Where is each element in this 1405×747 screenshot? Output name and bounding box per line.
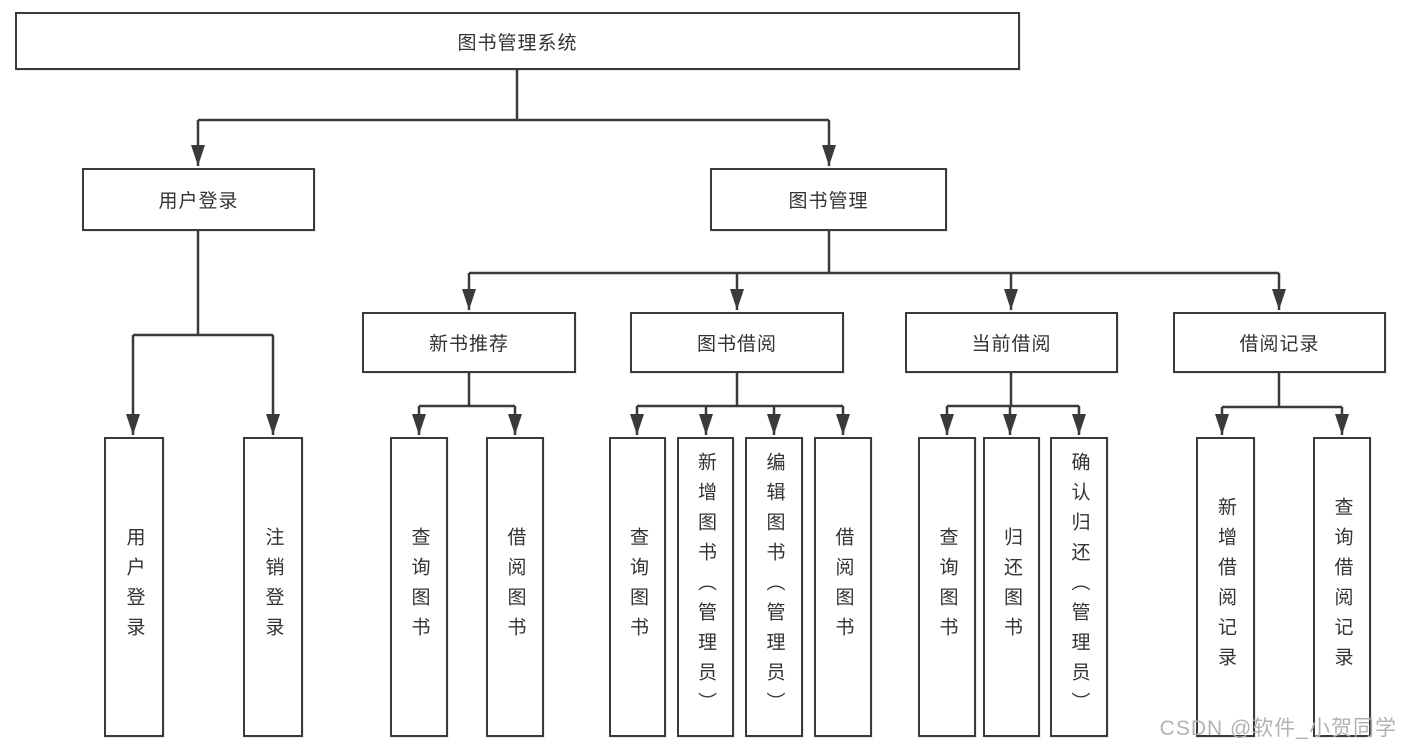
connector-book-borrow xyxy=(637,373,843,408)
user-login-leaf-label: 用户登录 xyxy=(123,527,145,647)
node-confirm-return-admin: 确认归还（管理员） xyxy=(1050,437,1108,737)
node-borrow-records: 借阅记录 xyxy=(1173,312,1386,373)
node-query-borrow-record: 查询借阅记录 xyxy=(1313,437,1371,737)
book-borrow-label: 图书借阅 xyxy=(696,334,777,355)
node-return-book: 归还图书 xyxy=(983,437,1040,737)
query-borrow-record-label: 查询借阅记录 xyxy=(1331,497,1353,677)
logout-label: 注销登录 xyxy=(262,527,284,647)
connector-book-management xyxy=(469,231,1279,275)
connector-borrow-records xyxy=(1222,373,1342,409)
node-add-borrow-record: 新增借阅记录 xyxy=(1196,437,1255,737)
add-borrow-record-label: 新增借阅记录 xyxy=(1215,497,1236,677)
node-query-books-3: 查询图书 xyxy=(918,437,976,737)
node-borrow-books-2: 借阅图书 xyxy=(814,437,872,737)
node-book-borrow: 图书借阅 xyxy=(630,312,844,373)
borrow-records-label: 借阅记录 xyxy=(1239,334,1320,355)
edit-book-admin-label: 编辑图书（管理员） xyxy=(763,452,785,722)
book-management-label: 图书管理 xyxy=(788,191,869,212)
node-borrow-books-1: 借阅图书 xyxy=(486,437,544,737)
node-add-book-admin: 新增图书（管理员） xyxy=(677,437,734,737)
node-current-borrow: 当前借阅 xyxy=(905,312,1118,373)
query-books-1-label: 查询图书 xyxy=(408,527,430,647)
node-user-login-leaf: 用户登录 xyxy=(104,437,164,737)
query-books-3-label: 查询图书 xyxy=(936,527,958,647)
root-label: 图书管理系统 xyxy=(457,32,578,54)
csdn-watermark: CSDN @软件_小贺同学 xyxy=(1159,717,1397,740)
user-login-label: 用户登录 xyxy=(158,191,239,212)
node-edit-book-admin: 编辑图书（管理员） xyxy=(745,437,803,737)
add-book-admin-label: 新增图书（管理员） xyxy=(695,452,716,722)
new-book-recommend-label: 新书推荐 xyxy=(428,334,509,355)
node-query-books-2: 查询图书 xyxy=(609,437,666,737)
node-book-management: 图书管理 xyxy=(710,168,947,231)
connector-root xyxy=(198,70,829,122)
return-book-label: 归还图书 xyxy=(1001,527,1022,647)
current-borrow-label: 当前借阅 xyxy=(971,334,1052,355)
node-root: 图书管理系统 xyxy=(15,12,1020,70)
node-query-books-1: 查询图书 xyxy=(390,437,448,737)
node-user-login: 用户登录 xyxy=(82,168,315,231)
query-books-2-label: 查询图书 xyxy=(627,527,648,647)
borrow-books-1-label: 借阅图书 xyxy=(504,527,526,647)
connector-current-borrow xyxy=(947,373,1079,408)
node-new-book-recommend: 新书推荐 xyxy=(362,312,576,373)
connector-new-book xyxy=(419,373,515,408)
connector-user-login xyxy=(133,231,273,337)
node-logout: 注销登录 xyxy=(243,437,303,737)
confirm-return-admin-label: 确认归还（管理员） xyxy=(1068,452,1090,722)
borrow-books-2-label: 借阅图书 xyxy=(832,527,854,647)
